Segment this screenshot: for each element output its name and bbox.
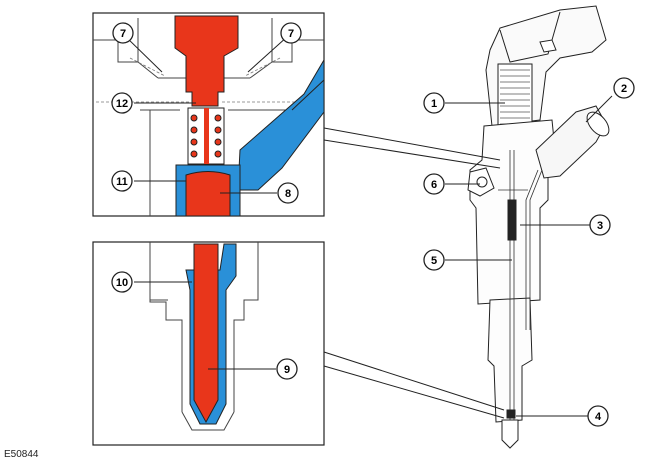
svg-text:10: 10 (116, 277, 128, 289)
svg-text:9: 9 (284, 364, 290, 376)
callout-10: 10 (111, 271, 133, 293)
callout-3: 3 (589, 214, 611, 236)
svg-text:2: 2 (621, 83, 627, 95)
callout-6: 6 (423, 173, 445, 195)
control-piston-red (185, 171, 231, 217)
inset-nozzle (92, 241, 325, 446)
callout-7-left: 7 (112, 22, 134, 44)
armature-red (174, 15, 239, 107)
svg-text:4: 4 (595, 411, 602, 423)
svg-text:7: 7 (120, 28, 126, 40)
callout-8: 8 (277, 182, 299, 204)
callout-9: 9 (276, 358, 298, 380)
callout-1: 1 (423, 92, 445, 114)
svg-text:7: 7 (288, 28, 294, 40)
callout-5: 5 (423, 249, 445, 271)
svg-text:3: 3 (597, 220, 603, 232)
callout-7-right: 7 (280, 22, 302, 44)
svg-text:11: 11 (116, 176, 128, 188)
callout-2: 2 (613, 77, 635, 99)
valve-spring (187, 107, 225, 165)
svg-text:6: 6 (431, 179, 437, 191)
svg-text:8: 8 (285, 188, 291, 200)
injector-body (467, 5, 610, 449)
svg-text:12: 12 (116, 98, 128, 110)
svg-text:5: 5 (431, 255, 437, 267)
return-passage-blue (237, 58, 325, 191)
figure-id-label: E50844 (4, 449, 39, 460)
callout-4: 4 (587, 405, 609, 427)
svg-text:1: 1 (431, 98, 437, 110)
nozzle-needle-red (193, 243, 219, 424)
callout-11: 11 (111, 170, 133, 192)
callout-12: 12 (111, 92, 133, 114)
leader-lines (323, 95, 613, 419)
